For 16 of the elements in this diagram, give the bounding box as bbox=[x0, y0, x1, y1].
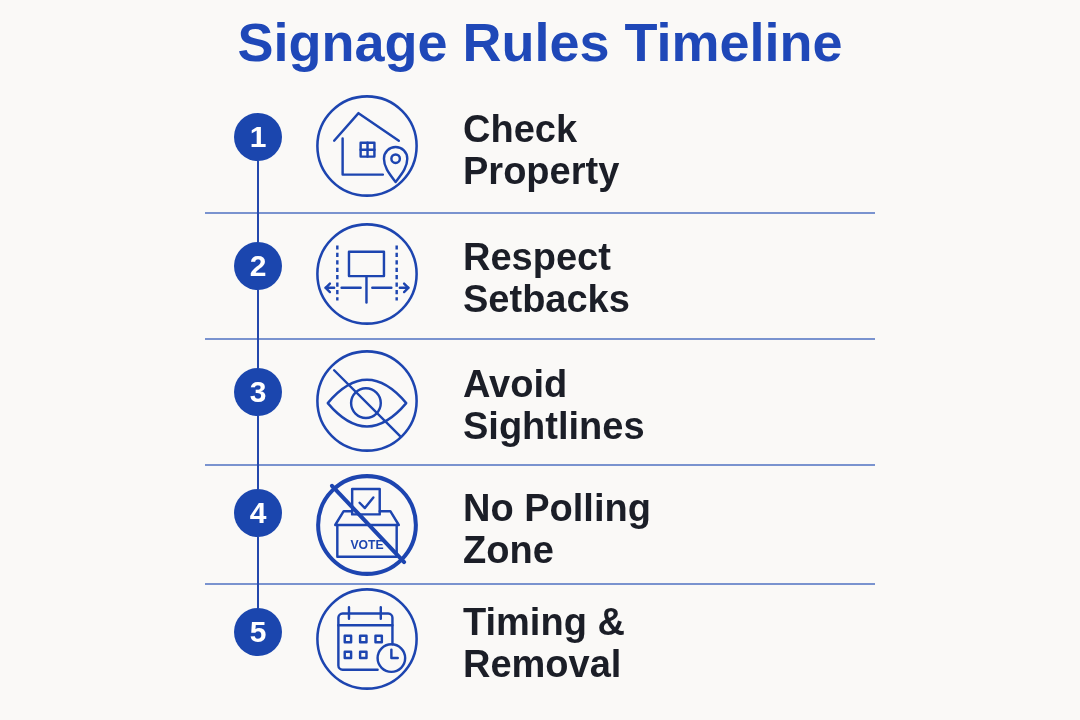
ballot-box-lettering: VOTE bbox=[350, 537, 384, 552]
step-number-badge: 1 bbox=[234, 113, 282, 161]
timeline-connector bbox=[257, 415, 259, 490]
timeline-connector bbox=[257, 160, 259, 243]
step-number-badge: 2 bbox=[234, 242, 282, 290]
step-number-badge: 4 bbox=[234, 489, 282, 537]
title: Signage Rules Timeline bbox=[237, 12, 843, 72]
step-number-badge: 5 bbox=[234, 608, 282, 656]
timeline-connector bbox=[257, 536, 259, 609]
step-title: Respect Setbacks bbox=[463, 236, 631, 320]
step-title: Timing & Removal bbox=[463, 601, 626, 685]
step-number-badge: 3 bbox=[234, 368, 282, 416]
step-title: No Polling Zone bbox=[463, 487, 652, 571]
timeline-connector bbox=[257, 289, 259, 369]
step-title: Check Property bbox=[463, 108, 621, 192]
step-title: Avoid Sightlines bbox=[463, 363, 646, 447]
